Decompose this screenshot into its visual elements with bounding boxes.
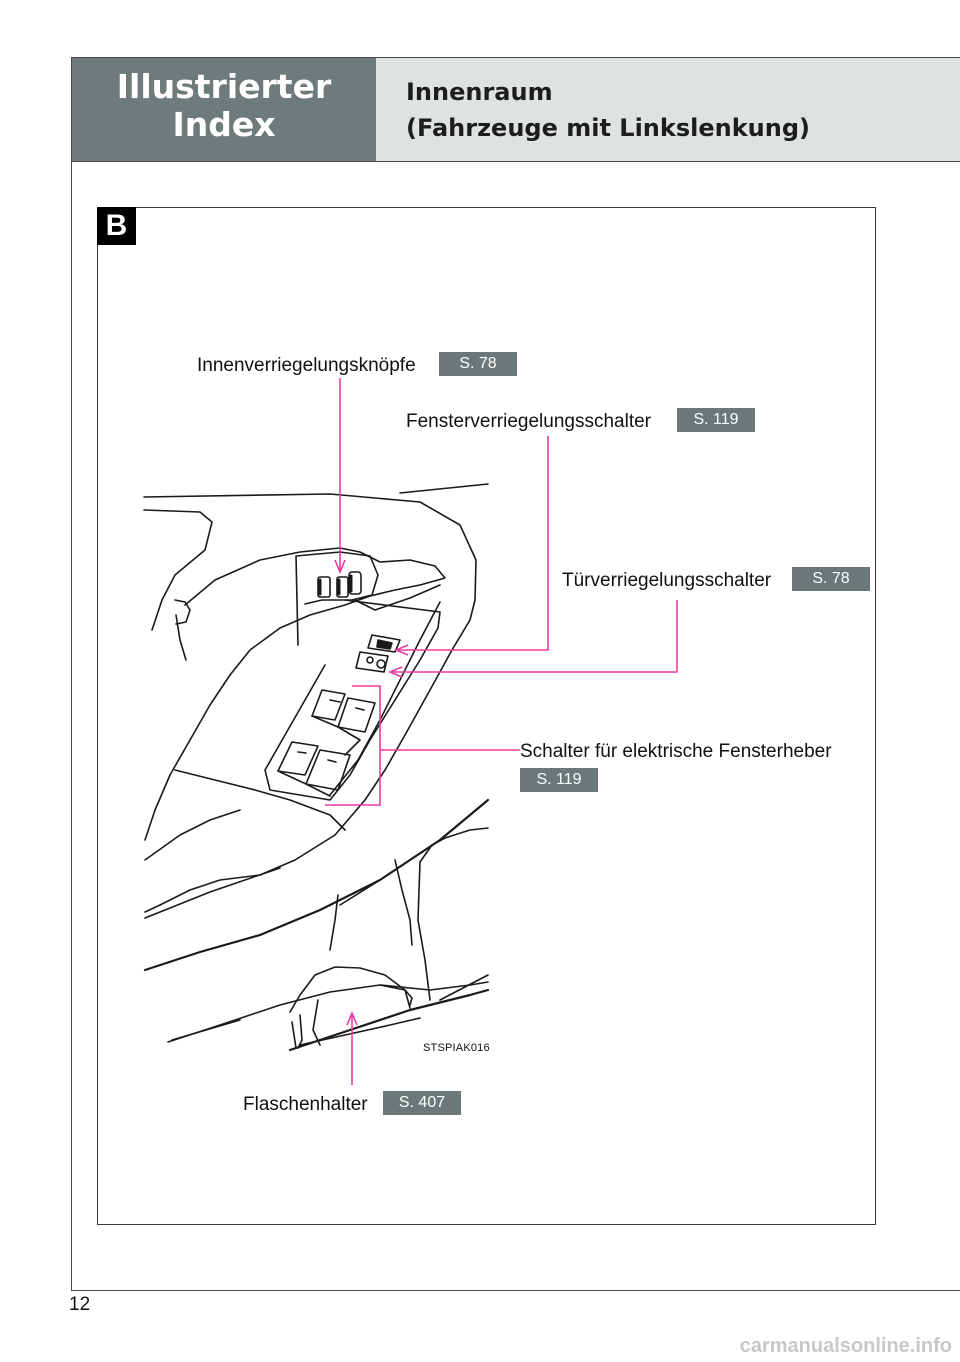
callout-window-lock-ref[interactable]: S. 119 xyxy=(677,408,755,432)
section-tab: Illustrierter Index xyxy=(72,58,376,162)
callout-power-windows-label: Schalter für elektrische Fensterheber xyxy=(520,741,832,762)
callout-door-lock-ref[interactable]: S. 78 xyxy=(792,567,870,591)
callout-inner-lock-label: Innenverriegelungsknöpfe xyxy=(197,355,416,376)
callout-bottle-holder-ref[interactable]: S. 407 xyxy=(383,1091,461,1115)
page-title: Innenraum (Fahrzeuge mit Linkslenkung) xyxy=(406,78,811,142)
page-number: 12 xyxy=(69,1294,91,1315)
callout-bottle-holder-label: Flaschenhalter xyxy=(243,1094,368,1115)
callout-window-lock-label: Fensterverriegelungsschalter xyxy=(406,411,652,432)
section-badge: B xyxy=(97,207,136,245)
page-frame xyxy=(71,57,960,1291)
section-title: Illustrierter Index xyxy=(116,67,332,144)
watermark: carmanualsonline.info xyxy=(739,1335,952,1357)
illustration-panel xyxy=(97,207,876,1225)
page-header: Innenraum (Fahrzeuge mit Linkslenkung) xyxy=(376,58,960,162)
callout-door-lock-label: Türverriegelungsschalter xyxy=(562,570,772,591)
header-divider xyxy=(72,161,960,162)
callout-power-windows-ref[interactable]: S. 119 xyxy=(520,768,598,792)
illustration-code: STSPIAK016 xyxy=(423,1042,490,1054)
callout-inner-lock-ref[interactable]: S. 78 xyxy=(439,352,517,376)
